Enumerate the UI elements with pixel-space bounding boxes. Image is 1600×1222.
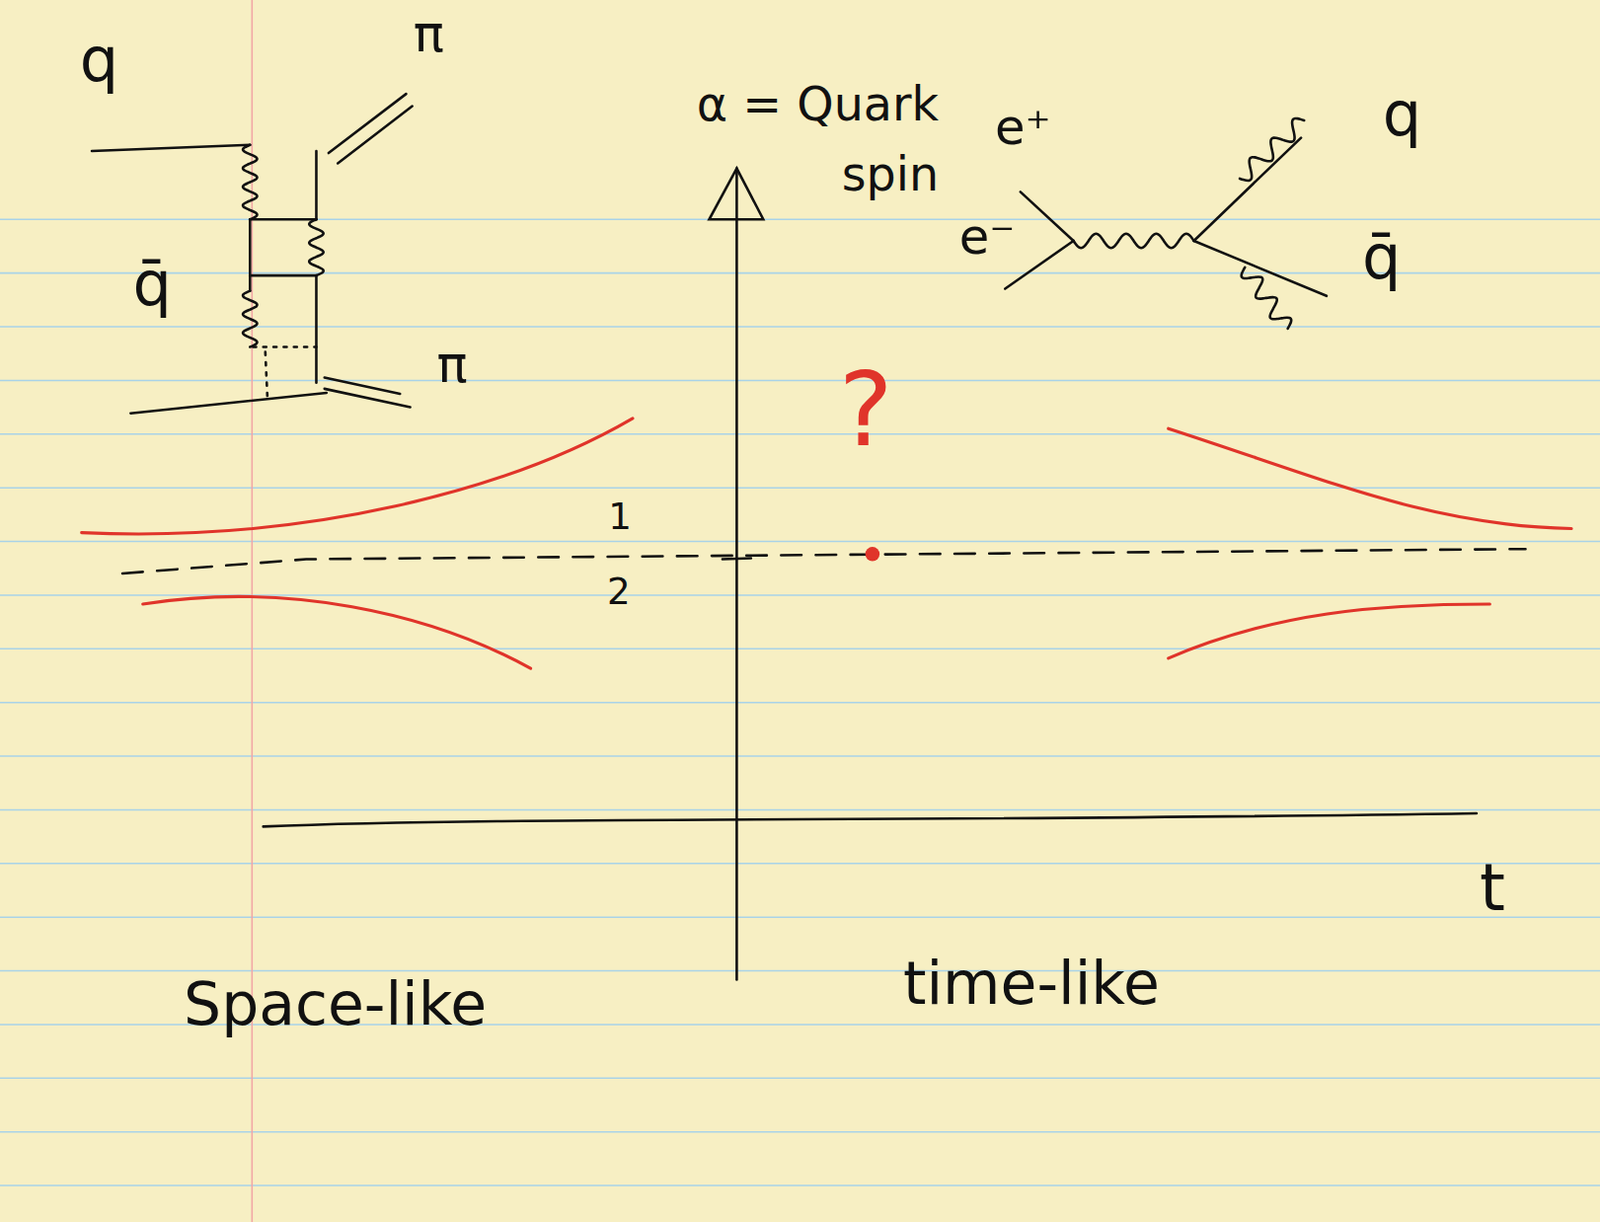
left-feynman-diagram — [91, 93, 413, 414]
quark-label: q — [79, 28, 119, 90]
gluon-line — [242, 145, 257, 220]
ruled-line — [0, 218, 1600, 221]
electron-label: e⁻ — [959, 212, 1016, 262]
ruled-line — [0, 1077, 1600, 1080]
quark-label: q — [1382, 83, 1422, 146]
axis-title: α = Quark spin — [642, 69, 939, 211]
ruled-line — [0, 1131, 1600, 1134]
gluon-radiation — [1239, 118, 1304, 181]
upper-band-curve — [1168, 428, 1572, 529]
question-mark: ? — [838, 359, 894, 461]
pion-line — [324, 388, 411, 408]
ruled-line — [0, 648, 1600, 651]
quark-line — [1194, 138, 1302, 241]
ruled-line — [0, 325, 1600, 328]
ruled-line — [0, 701, 1600, 704]
axis-label: t — [1479, 854, 1506, 920]
ruled-line — [0, 970, 1600, 973]
right-feynman-diagram — [1004, 118, 1327, 329]
ladder-rung-dotted — [252, 345, 316, 349]
ruled-line — [0, 272, 1600, 275]
axis-tick — [722, 557, 752, 559]
ladder-rung — [249, 274, 316, 278]
ruled-line — [0, 755, 1600, 758]
ruled-line — [0, 809, 1600, 812]
electron-line — [1004, 240, 1073, 290]
positron-line — [1020, 191, 1074, 241]
ruled-line — [0, 540, 1600, 543]
antiquark-label: q̄ — [132, 252, 171, 314]
ladder-rail — [314, 275, 318, 383]
ruled-line — [0, 915, 1600, 918]
pion-line — [337, 106, 412, 164]
margin-line — [251, 0, 254, 1222]
ruled-lines — [0, 219, 1600, 1186]
ruled-line — [0, 862, 1600, 865]
y-axis — [735, 168, 739, 981]
pion-line — [328, 93, 407, 153]
positron-label: e⁺ — [994, 101, 1052, 152]
gluon-line — [242, 291, 257, 348]
axis-arrowhead — [708, 168, 763, 221]
ladder-rail — [314, 151, 318, 220]
plot-axes — [122, 168, 1525, 981]
ruled-line — [0, 486, 1600, 489]
pion-label: π — [413, 7, 445, 60]
lower-band-curve — [1168, 604, 1491, 659]
axis-value: 2 — [607, 573, 631, 610]
gluon-line — [308, 219, 323, 276]
antiquark-line — [130, 392, 326, 414]
region-label: Space-like — [183, 974, 487, 1034]
red-point — [865, 546, 880, 561]
axis-value: 1 — [608, 497, 632, 534]
quark-line — [91, 145, 250, 152]
red-curves — [81, 418, 1572, 669]
reference-dashed-line — [122, 548, 1525, 574]
photon-line — [1073, 233, 1195, 248]
ladder-rung — [249, 218, 316, 222]
lower-band-curve — [143, 597, 532, 670]
gluon-radiation — [1241, 267, 1293, 329]
upper-band-curve — [81, 418, 633, 534]
x-axis — [263, 813, 1477, 827]
region-label: time-like — [903, 954, 1160, 1014]
ladder-rail-dotted — [265, 352, 268, 396]
pion-label: π — [436, 338, 467, 390]
ruled-line — [0, 380, 1600, 382]
ruled-line — [0, 1184, 1600, 1187]
ladder-rail — [248, 219, 252, 291]
ruled-line — [0, 433, 1600, 436]
antiquark-label: q̄ — [1362, 227, 1401, 289]
